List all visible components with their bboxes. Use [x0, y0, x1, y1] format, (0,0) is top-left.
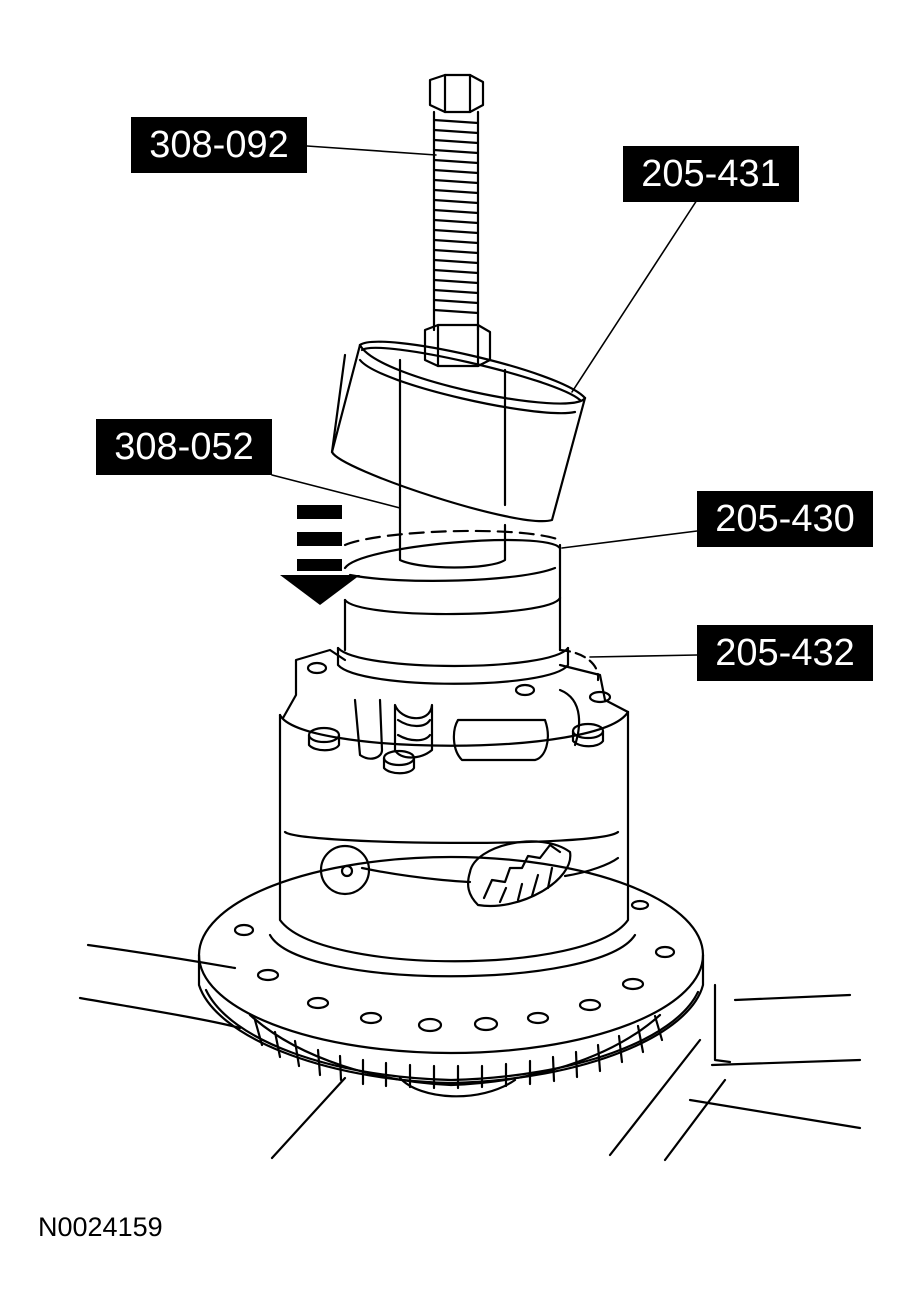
- forcing-screw-308-092: [423, 73, 492, 368]
- holding-fixture: [78, 943, 862, 1162]
- callout-205-430: 205-430: [697, 491, 873, 547]
- callout-308-052: 308-052: [96, 419, 272, 475]
- installer-cup-205-431: [330, 340, 587, 523]
- ring-gear: [197, 855, 705, 1098]
- figure-number: N0024159: [38, 1212, 163, 1242]
- differential-case: [268, 648, 637, 978]
- callout-205-432: 205-432: [697, 625, 873, 681]
- callout-308-092: 308-092: [131, 117, 307, 173]
- dashed-down-arrow-icon: [280, 505, 360, 605]
- step-plate-308-052: [398, 358, 507, 569]
- bearing-installer-205-430: [336, 529, 600, 685]
- leader-lines: [271, 145, 698, 658]
- callout-205-431: 205-431: [623, 146, 799, 202]
